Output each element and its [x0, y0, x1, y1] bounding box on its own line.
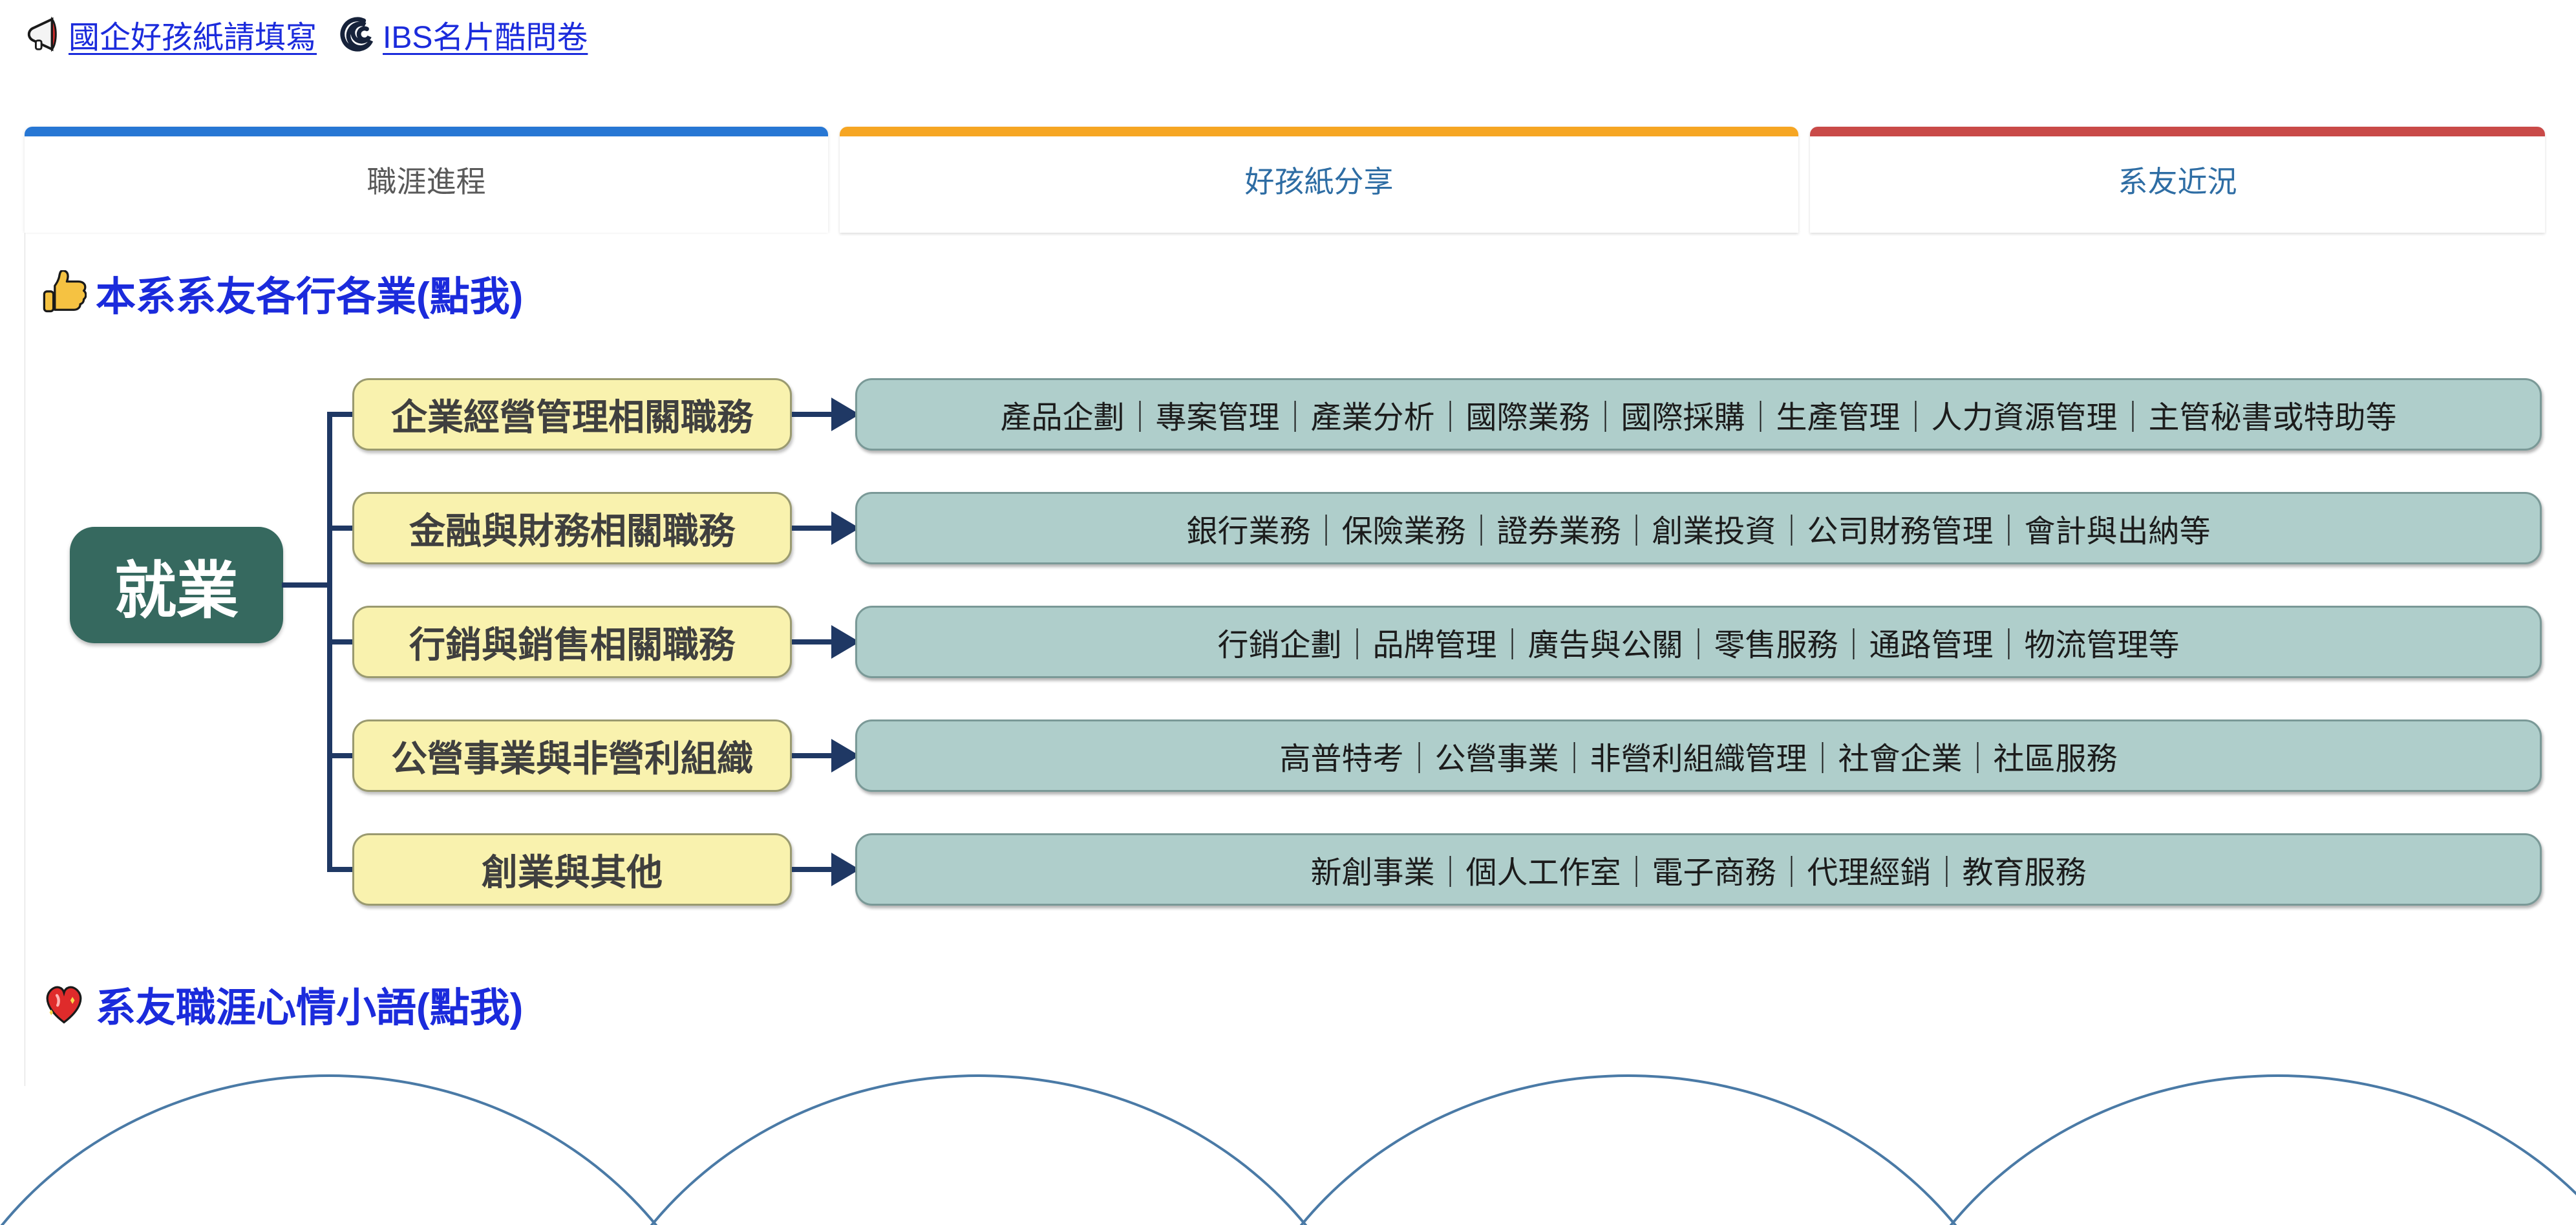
- jobs-box-2: 銀行業務｜保險業務｜證券業務｜創業投資｜公司財務管理｜會計與出納等: [855, 492, 2542, 564]
- survey-link[interactable]: 國企好孩紙請填寫: [25, 12, 317, 57]
- diagram-root-label: 就業: [114, 556, 239, 626]
- arrow-head-icon: [831, 511, 860, 545]
- category-label-5: 創業與其他: [482, 851, 663, 893]
- arrow-head-icon: [831, 739, 860, 772]
- quote-bubble-ellipse: [0, 1074, 739, 1225]
- survey-link-label: 國企好孩紙請填寫: [69, 21, 317, 55]
- quotes-section-title[interactable]: 系友職涯心情小語(點我): [41, 975, 523, 1033]
- arrow-shaft: [792, 867, 833, 872]
- tab-good-kids-sharing[interactable]: 好孩紙分享: [840, 127, 1798, 233]
- connector-stub: [327, 412, 355, 417]
- tab-alumni-news-label: 系友近況: [2118, 165, 2237, 198]
- category-box-1: 企業經營管理相關職務: [352, 378, 792, 451]
- arrow-shaft: [792, 639, 833, 644]
- category-box-2: 金融與財務相關職務: [352, 492, 792, 564]
- category-box-4: 公營事業與非營利組織: [352, 719, 792, 792]
- namecard-link-label: IBS名片酷問卷: [383, 21, 588, 55]
- arrow-head-icon: [831, 853, 860, 886]
- jobs-label-3: 行銷企劃｜品牌管理｜廣告與公關｜零售服務｜通路管理｜物流管理等: [1217, 628, 2180, 663]
- jobs-label-1: 產品企劃｜專案管理｜產業分析｜國際業務｜國際採購｜生產管理｜人力資源管理｜主管秘…: [1000, 401, 2397, 435]
- arrow-shaft: [792, 412, 833, 417]
- jobs-label-4: 高普特考｜公營事業｜非營利組織管理｜社會企業｜社區服務: [1279, 742, 2118, 776]
- quote-bubble-ellipse: [569, 1074, 1389, 1225]
- quick-links: 國企好孩紙請填寫 IBS名片酷問卷: [25, 12, 588, 57]
- category-box-5: 創業與其他: [352, 833, 792, 906]
- category-label-3: 行銷與銷售相關職務: [409, 624, 735, 665]
- tab-career-progress-label: 職涯進程: [367, 165, 486, 198]
- megaphone-icon: [25, 16, 62, 53]
- quotes-section-title-text: 系友職涯心情小語(點我): [96, 986, 524, 1030]
- category-label-1: 企業經營管理相關職務: [391, 396, 753, 438]
- arrow-head-icon: [831, 398, 860, 431]
- jobs-label-5: 新創事業｜個人工作室｜電子商務｜代理經銷｜教育服務: [1310, 856, 2087, 890]
- jobs-box-4: 高普特考｜公營事業｜非營利組織管理｜社會企業｜社區服務: [855, 719, 2542, 792]
- tab-alumni-news[interactable]: 系友近況: [1810, 127, 2545, 233]
- connector-stub: [327, 526, 355, 531]
- namecard-link[interactable]: IBS名片酷問卷: [339, 12, 588, 57]
- arrow-head-icon: [831, 625, 860, 659]
- jobs-box-5: 新創事業｜個人工作室｜電子商務｜代理經銷｜教育服務: [855, 833, 2542, 906]
- careers-section-title[interactable]: 本系系友各行各業(點我): [41, 264, 523, 322]
- tab-career-progress[interactable]: 職涯進程: [25, 127, 828, 233]
- tab-career-progress-bar: [25, 127, 828, 136]
- arrow-shaft: [792, 753, 833, 758]
- connector-stub: [327, 867, 355, 872]
- category-label-2: 金融與財務相關職務: [409, 510, 735, 551]
- thumbs-up-icon: [41, 269, 87, 315]
- arrow-shaft: [792, 526, 833, 531]
- tab-good-kids-sharing-bar: [840, 127, 1798, 136]
- jobs-label-2: 銀行業務｜保險業務｜證券業務｜創業投資｜公司財務管理｜會計與出納等: [1186, 515, 2211, 549]
- diagram-root-node: 就業: [70, 527, 283, 643]
- category-label-4: 公營事業與非營利組織: [391, 738, 753, 779]
- quote-bubble-ellipse: [1219, 1074, 2038, 1225]
- jobs-box-3: 行銷企劃｜品牌管理｜廣告與公關｜零售服務｜通路管理｜物流管理等: [855, 606, 2542, 678]
- connector-root-line: [282, 582, 332, 588]
- tab-strip: 職涯進程 好孩紙分享 系友近況: [25, 127, 2545, 233]
- quote-bubble-ellipse: [1868, 1074, 2576, 1225]
- category-box-3: 行銷與銷售相關職務: [352, 606, 792, 678]
- tab-alumni-news-bar: [1810, 127, 2545, 136]
- connector-stub: [327, 639, 355, 644]
- sparkling-heart-icon: [41, 981, 87, 1027]
- swirl-icon: [339, 16, 376, 53]
- tab-good-kids-sharing-label: 好孩紙分享: [1244, 165, 1394, 198]
- jobs-box-1: 產品企劃｜專案管理｜產業分析｜國際業務｜國際採購｜生產管理｜人力資源管理｜主管秘…: [855, 378, 2542, 451]
- careers-section-title-text: 本系系友各行各業(點我): [96, 275, 524, 319]
- connector-stub: [327, 753, 355, 758]
